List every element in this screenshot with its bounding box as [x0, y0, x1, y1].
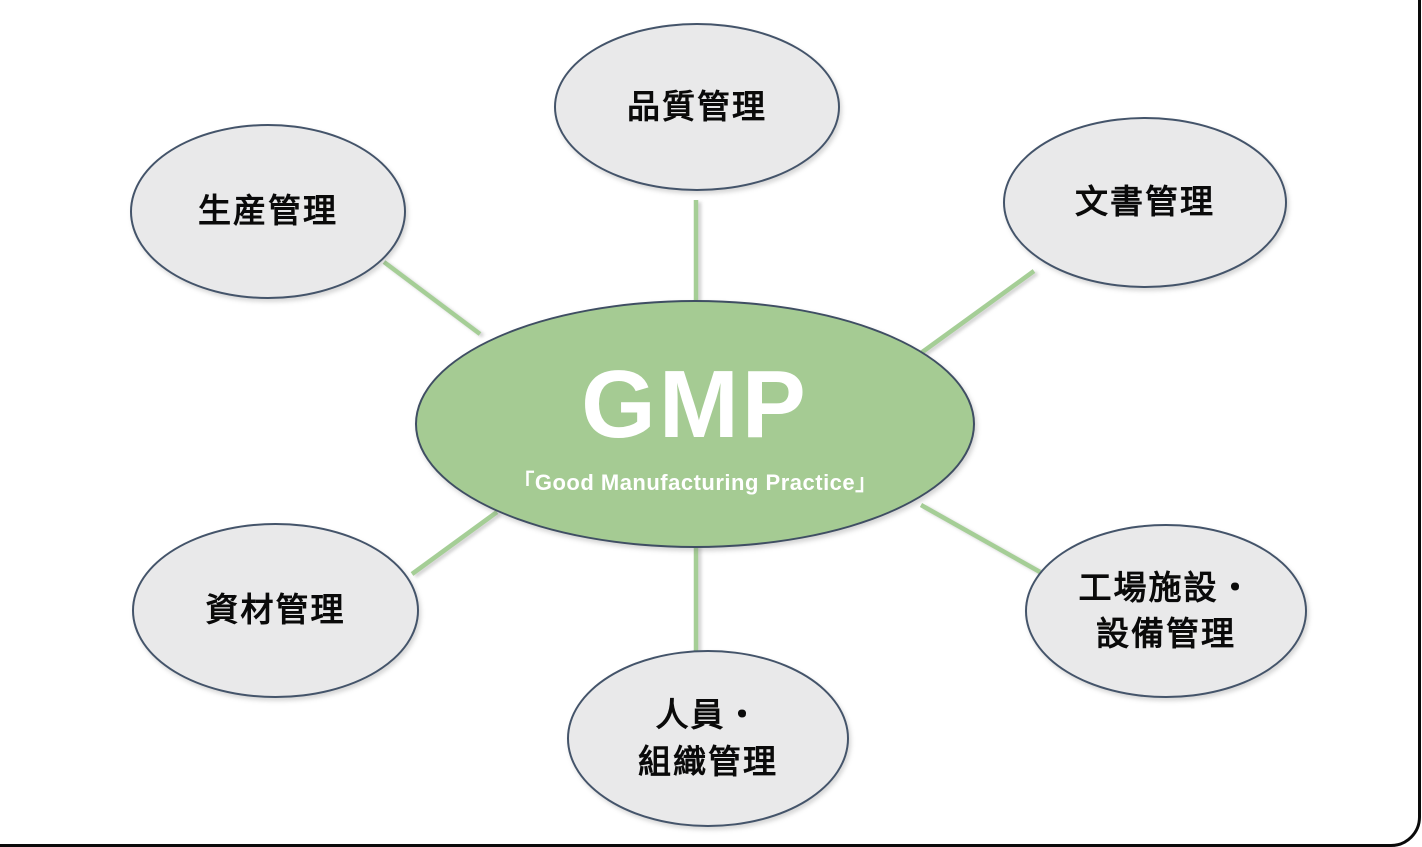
- node-production-label: 生産管理: [198, 192, 338, 230]
- connector-production-center: [382, 260, 482, 336]
- connector-material-center: [410, 510, 499, 576]
- node-document-management: 文書管理: [1003, 117, 1287, 288]
- node-quality-management: 品質管理: [554, 23, 840, 191]
- connector-document-center: [919, 269, 1036, 355]
- node-personnel-organization-management: 人員・ 組織管理: [567, 650, 849, 827]
- node-material-label: 資材管理: [205, 591, 346, 629]
- node-quality-label: 品質管理: [627, 87, 767, 125]
- node-facility-equipment-management: 工場施設・ 設備管理: [1025, 524, 1307, 698]
- center-node-gmp: GMP 「Good Manufacturing Practice」: [415, 300, 975, 548]
- node-material-management: 資材管理: [132, 523, 419, 698]
- node-document-label: 文書管理: [1075, 183, 1215, 221]
- connector-facility-center: [919, 503, 1042, 574]
- gmp-title: GMP: [581, 351, 809, 458]
- node-personnel-label: 人員・ 組織管理: [638, 696, 778, 780]
- node-production-management: 生産管理: [130, 124, 406, 299]
- node-facility-label: 工場施設・ 設備管理: [1078, 568, 1254, 652]
- gmp-subtitle: 「Good Manufacturing Practice」: [512, 470, 878, 495]
